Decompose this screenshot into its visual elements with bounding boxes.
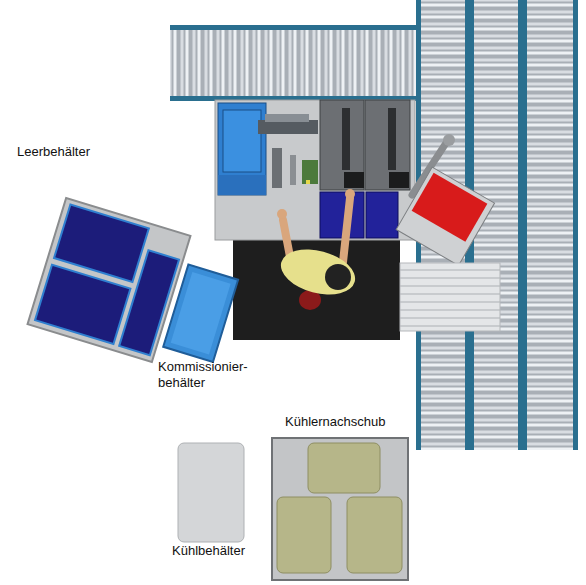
part-label: Kühlernachschub [285, 414, 415, 430]
operator [276, 189, 360, 310]
robot-gripper [396, 134, 494, 266]
workstation-table [215, 100, 415, 240]
part-label: Kommissionier- behälter [158, 359, 258, 391]
part-label: Kühlbehälter [172, 543, 282, 559]
buffer-panel [400, 263, 500, 331]
roller-conveyor [170, 25, 418, 101]
picking-container [163, 265, 238, 362]
cooler-pallet [272, 438, 408, 580]
cooler-container [178, 443, 244, 542]
part-label: Leerbehälter [17, 144, 127, 160]
floor-mat [233, 238, 400, 340]
